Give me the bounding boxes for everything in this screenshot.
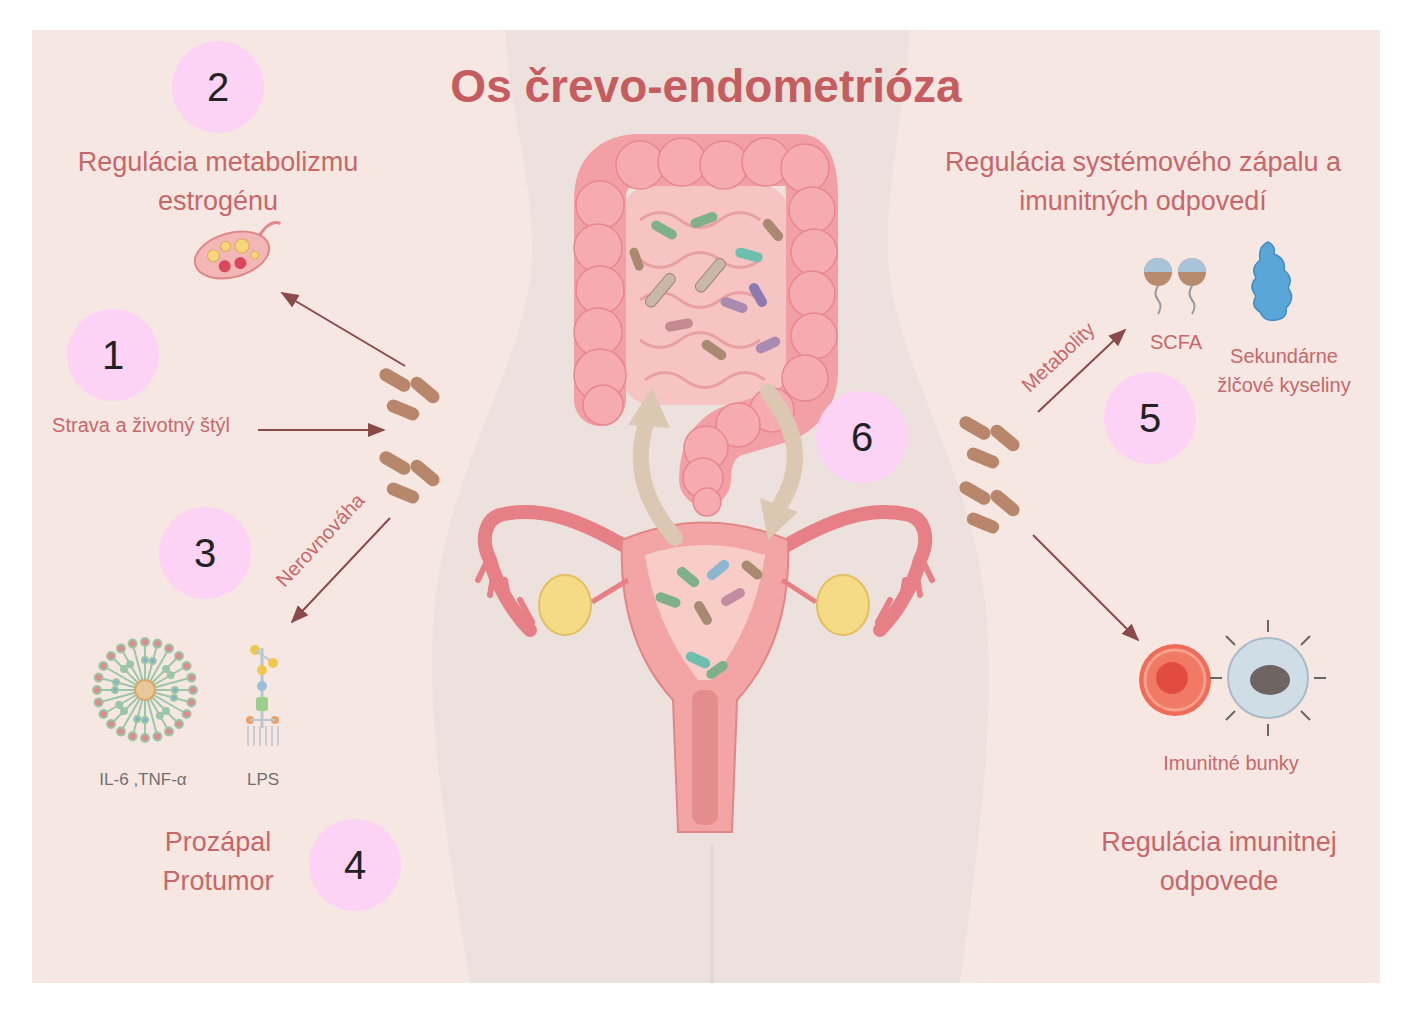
callout-number: 6: [851, 417, 873, 457]
uterus: [478, 512, 932, 832]
heading-label: Regulácia metabolizmu estrogénu: [38, 143, 398, 221]
diagram-title: Os črevo-endometrióza: [450, 59, 961, 113]
effect-label: Prozápal Protumor: [133, 823, 303, 901]
callout-circle: 3: [159, 507, 251, 599]
pathway-arrows: [258, 293, 1138, 640]
callout-circle: 5: [1104, 372, 1196, 464]
ovary-icon: [190, 220, 291, 287]
callout-number: 3: [194, 533, 216, 573]
heading-label: Regulácia imunitnej odpovede: [1069, 823, 1369, 901]
scfa-icon: [1144, 258, 1206, 314]
molecule-label: IL-6 ,TNF-α: [99, 770, 186, 790]
leg-gap: [711, 845, 714, 983]
callout-number: 2: [207, 67, 229, 107]
input-label: Strava a životný štýl: [52, 413, 230, 437]
metabolite-label: Sekundárne žlčové kyseliny: [1209, 342, 1359, 400]
molecule-label: LPS: [247, 770, 279, 790]
bacteria-groups: [377, 366, 1022, 536]
callout-circle: 6: [816, 391, 908, 483]
callout-circle: 2: [172, 41, 264, 133]
callout-circle: 4: [309, 819, 401, 911]
cytokine-icon: [81, 626, 208, 753]
callout-number: 4: [344, 845, 366, 885]
lps-icon: [246, 645, 279, 746]
callout-number: 1: [102, 335, 124, 375]
metabolite-label: SCFA: [1150, 330, 1202, 354]
body-silhouette: [432, 30, 989, 983]
bile-acid-icon: [1252, 242, 1292, 320]
heading-label: Regulácia systémového zápalu a imunitnýc…: [903, 143, 1383, 221]
colon: [574, 138, 837, 516]
exchange-arrows: [628, 388, 798, 540]
callout-number: 5: [1139, 398, 1161, 438]
callout-circle: 1: [67, 309, 159, 401]
immune-cells: [1139, 620, 1326, 736]
cell-label: Imunitné bunky: [1163, 751, 1299, 775]
